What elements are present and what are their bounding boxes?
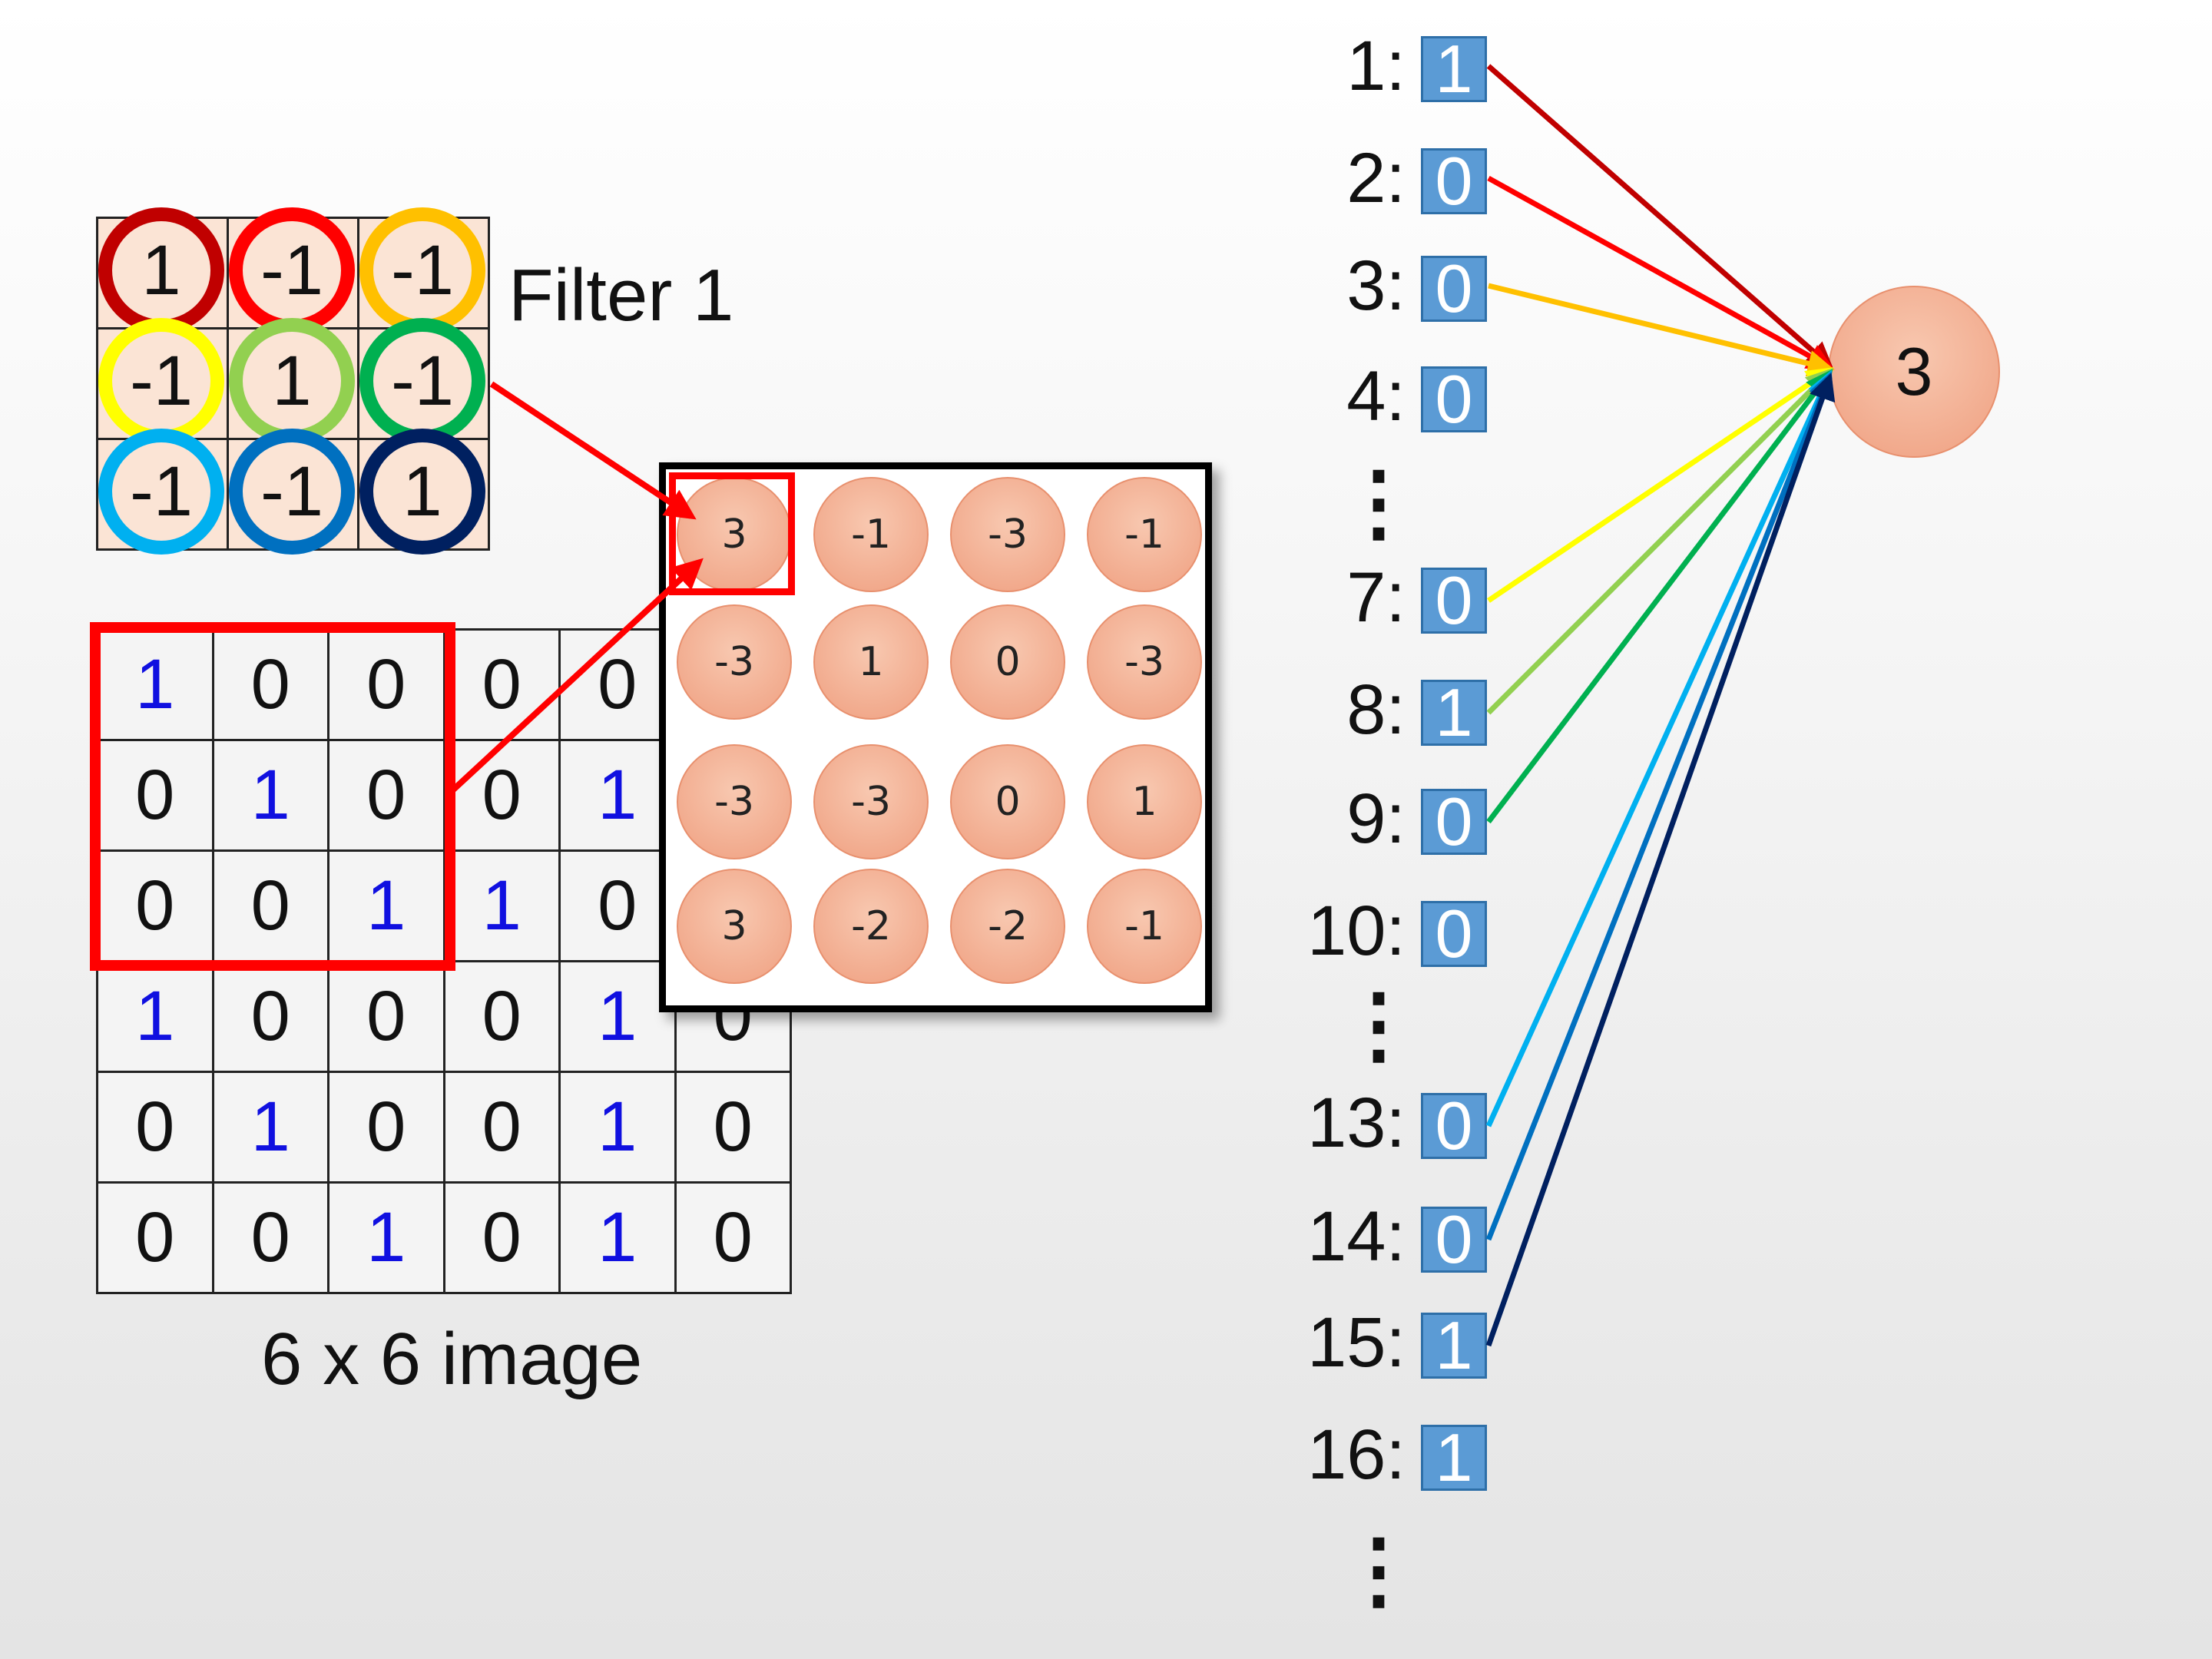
input-index-label: 8: [1346,671,1406,749]
image-pixel: 1 [558,739,677,852]
feature-map-value: -3 [813,744,929,859]
image-pixel: 0 [442,1071,561,1184]
input-index-label: 9: [1346,780,1406,858]
feature-map-value: -3 [677,744,792,859]
feature-map-value: 1 [1087,744,1202,859]
input-value-box: 1 [1421,1307,1487,1383]
connection-arrow [1486,64,1834,369]
ellipsis: ⋮ [1336,1523,1421,1618]
input-index-label: 14: [1307,1197,1406,1276]
connection-arrow [1488,283,1835,377]
input-value-box: 0 [1421,361,1487,437]
ellipsis: ⋮ [1336,978,1421,1072]
filter-label: Filter 1 [508,254,734,336]
connection-arrow [1485,371,1834,1241]
feature-map-value: -1 [1087,477,1202,592]
image-pixel: 0 [442,628,561,741]
image-label: 6 x 6 image [261,1318,643,1400]
image-pixel: 0 [211,849,329,962]
feature-map-value: 0 [950,744,1065,859]
input-index-label: 2: [1346,139,1406,217]
input-index-label: 13: [1307,1084,1406,1162]
input-value-box: 0 [1421,1201,1487,1277]
feature-map-value: -3 [677,604,792,720]
image-pixel: 0 [211,960,329,1073]
input-index-label: 7: [1346,558,1406,637]
receptive-field-highlight [90,622,455,971]
filter-to-output-arrow [489,381,697,520]
input-value-box: 1 [1421,1419,1487,1495]
connection-arrow [1487,175,1835,370]
connection-arrow [1485,369,1833,1128]
input-value-box: 1 [1421,31,1487,107]
image-pixel: 1 [211,739,329,852]
input-index-label: 16: [1307,1416,1406,1494]
image-pixel: 1 [558,1071,677,1184]
image-pixel: 0 [442,960,561,1073]
ellipsis: ⋮ [1336,455,1421,550]
image-pixel: 0 [674,1181,792,1294]
connection-arrow [1486,369,1833,824]
input-value-box: 0 [1421,143,1487,219]
image-pixel: 0 [327,1071,445,1184]
image-pixel: 1 [96,960,214,1073]
connection-arrow [1487,367,1834,603]
field-to-output-arrow [447,558,704,796]
feature-map-value: -1 [1087,869,1202,984]
image-pixel: 0 [327,739,445,852]
connection-arrow [1486,368,1833,715]
feature-map-value: 3 [677,869,792,984]
input-index-label: 3: [1346,247,1406,325]
connection-arrow [1485,373,1836,1347]
feature-map-value: -3 [950,477,1065,592]
filter-weight: -1 [359,318,485,444]
image-pixel: 1 [96,628,214,741]
feature-map-highlight [669,472,795,595]
output-neuron: 3 [1828,286,2000,458]
input-index-label: 15: [1307,1303,1406,1382]
image-pixel: 1 [327,849,445,962]
input-value-box: 0 [1421,250,1487,326]
input-index-label: 1: [1346,27,1406,105]
feature-map-value: 0 [950,604,1065,720]
image-pixel: 1 [558,960,677,1073]
image-pixel: 0 [442,1181,561,1294]
image-pixel: 0 [558,628,677,741]
image-pixel: 0 [211,628,329,741]
feature-map-value: -1 [813,477,929,592]
input-index-label: 10: [1307,892,1406,970]
input-value-box: 0 [1421,562,1487,638]
feature-map-value: -2 [813,869,929,984]
image-pixel: 1 [327,1181,445,1294]
image-pixel: 0 [96,739,214,852]
input-value-box: 1 [1421,674,1487,750]
input-index-label: 4: [1346,357,1406,435]
input-value-box: 0 [1421,896,1487,972]
feature-map-value: -2 [950,869,1065,984]
input-value-box: 0 [1421,783,1487,859]
feature-map-value: 1 [813,604,929,720]
image-pixel: 0 [327,960,445,1073]
feature-map-value: -3 [1087,604,1202,720]
image-pixel: 1 [558,1181,677,1294]
input-value-box: 0 [1421,1088,1487,1164]
